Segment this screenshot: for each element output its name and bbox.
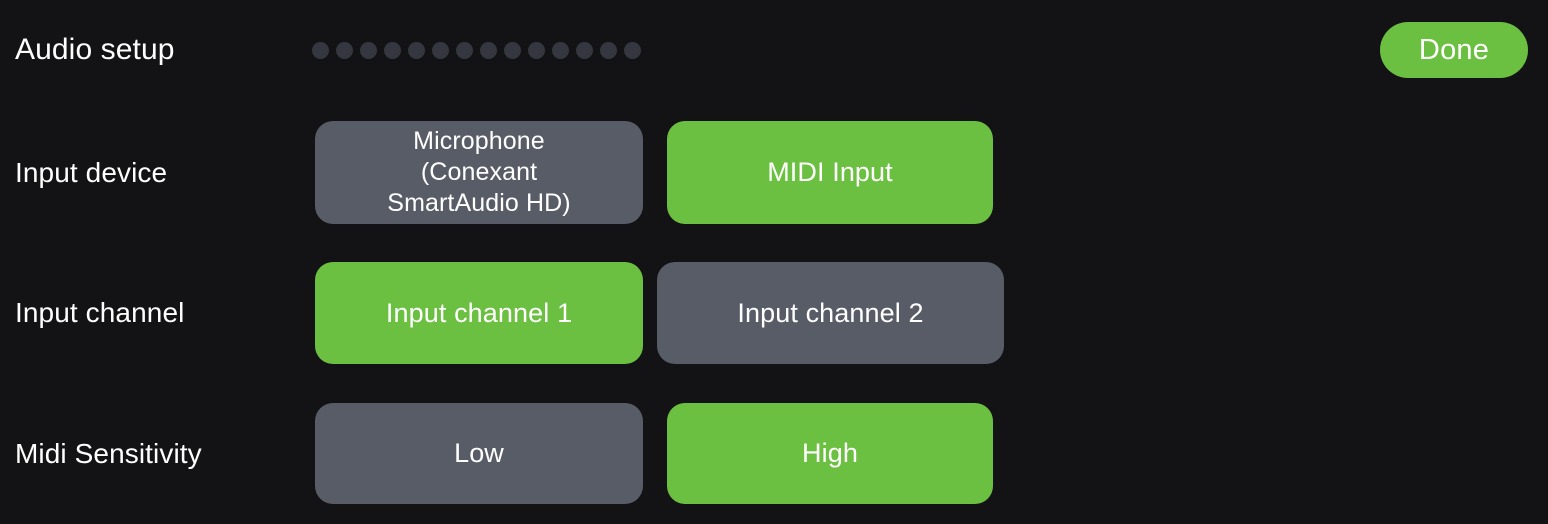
progress-dot [504,41,521,59]
row-label-midi-sensitivity: Midi Sensitivity [15,437,202,469]
done-button[interactable]: Done [1380,22,1528,78]
progress-dot [600,41,617,59]
progress-dot [480,41,497,59]
progress-dot [432,41,449,59]
row-input-device: Input device Microphone (Conexant SmartA… [0,121,1548,224]
progress-dot [384,41,401,59]
progress-dots [312,0,641,100]
row-input-channel: Input channel Input channel 1 Input chan… [0,262,1548,364]
progress-dot [576,41,593,59]
option-sensitivity-high[interactable]: High [667,403,993,504]
row-label-input-device: Input device [15,156,168,188]
progress-dot [552,41,569,59]
progress-dot [408,41,425,59]
progress-dot [624,41,641,59]
page-title: Audio setup [15,33,175,66]
row-midi-sensitivity: Midi Sensitivity Low High [0,403,1548,504]
progress-dot [312,41,329,59]
option-sensitivity-low[interactable]: Low [315,403,643,504]
progress-dot [528,41,545,59]
option-midi-input[interactable]: MIDI Input [667,121,993,224]
header: Audio setup Done [0,0,1548,100]
option-input-channel-1[interactable]: Input channel 1 [315,262,643,364]
option-microphone-conexant[interactable]: Microphone (Conexant SmartAudio HD) [315,121,643,224]
row-label-input-channel: Input channel [15,297,185,328]
progress-dot [456,41,473,59]
option-input-channel-2[interactable]: Input channel 2 [657,262,1004,364]
progress-dot [336,41,353,59]
progress-dot [360,41,377,59]
